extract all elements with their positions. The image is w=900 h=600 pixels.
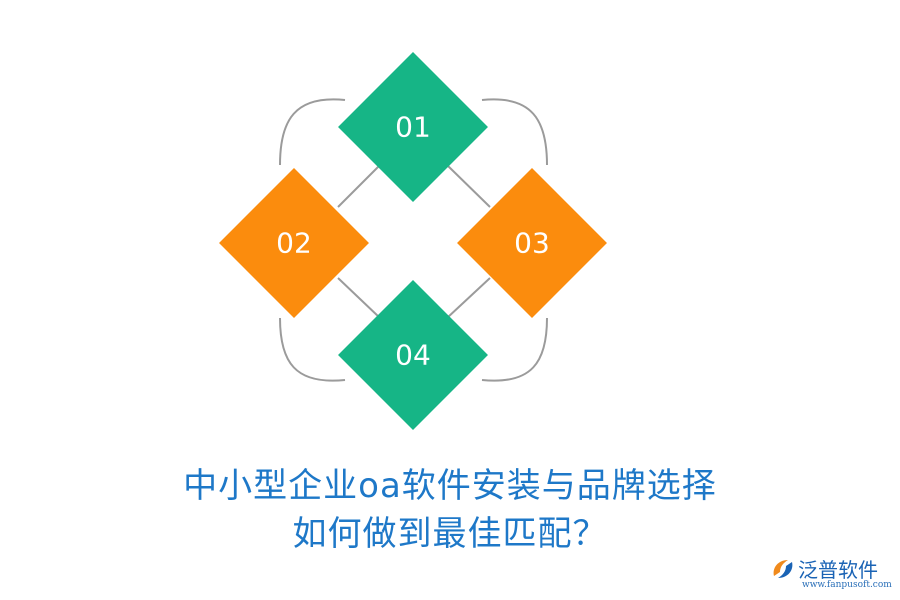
diamond-shape-04 — [338, 280, 488, 430]
diamond-label-04: 04 — [395, 339, 431, 372]
diamond-label-01: 01 — [395, 111, 431, 144]
title-line-2: 如何做到最佳匹配？ — [292, 514, 608, 554]
diamond-01: 01 — [338, 52, 488, 202]
diamond-shape-02 — [219, 168, 369, 318]
title-line-1: 中小型企业oa软件安装与品牌选择 — [183, 466, 717, 506]
brand-url: www.fanpusoft.com — [802, 580, 892, 590]
brand-logo: 泛普软件 www.fanpusoft.com — [770, 552, 895, 596]
diamond-label-03: 03 — [514, 227, 550, 260]
connector-inner — [337, 164, 491, 319]
diamond-02: 02 — [219, 168, 369, 318]
brand-name: 泛普软件 — [798, 558, 878, 582]
connector-rings — [279, 98, 548, 382]
connector-ring-top — [279, 98, 548, 166]
diamond-03: 03 — [457, 168, 607, 318]
diamond-shape-01 — [338, 52, 488, 202]
connector-ring-bottom — [279, 317, 548, 382]
diamond-label-02: 02 — [276, 227, 312, 260]
brand-mark-icon — [773, 560, 793, 578]
diamond-04: 04 — [338, 280, 488, 430]
